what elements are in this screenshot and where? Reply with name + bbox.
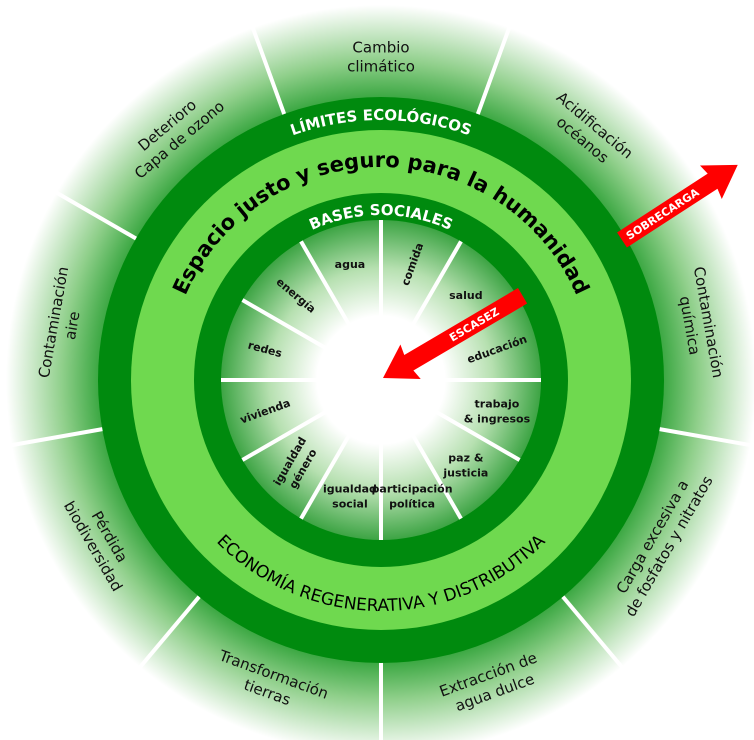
- outer-spoke: [50, 188, 140, 242]
- inner-spoke: [433, 409, 521, 462]
- label-line: climático: [347, 58, 415, 76]
- social-foundation-label: paz & justicia: [442, 451, 488, 479]
- arrow-left-icon: [383, 288, 528, 379]
- social-foundation-zone: [221, 220, 541, 540]
- label-line: Cambio: [352, 39, 409, 57]
- label-line: participación: [372, 482, 453, 495]
- social-foundation-label: agua: [335, 258, 366, 271]
- outer-spoke: [474, 22, 513, 118]
- label-line: & ingresos: [464, 413, 531, 426]
- label-line: justicia: [442, 466, 488, 479]
- outer-spoke: [559, 593, 627, 673]
- social-foundation-label: salud: [449, 289, 482, 302]
- outer-spoke: [249, 22, 288, 118]
- outer-spoke: [6, 426, 106, 448]
- label-line: social: [332, 497, 368, 510]
- label-line: política: [389, 497, 435, 510]
- label-line: paz &: [448, 451, 484, 464]
- social-foundation-label: trabajo & ingresos: [464, 398, 531, 426]
- outer-spoke: [656, 426, 754, 448]
- label-line: aire: [61, 310, 84, 341]
- label-line: salud: [449, 289, 482, 302]
- inner-spoke: [241, 409, 329, 462]
- inner-spoke: [410, 240, 463, 328]
- label-line: agua: [335, 258, 366, 271]
- label-line: trabajo: [475, 398, 520, 411]
- inner-spoke: [299, 432, 352, 520]
- social-foundation-label: igualdad social: [323, 482, 377, 510]
- social-foundation-label: participación política: [372, 482, 453, 510]
- label-line: igualdad: [323, 482, 377, 495]
- inner-spoke: [241, 298, 329, 351]
- inner-spoke: [410, 432, 463, 520]
- inner-spoke: [299, 240, 352, 328]
- outer-spoke: [135, 593, 203, 673]
- arrow-right-icon: [617, 164, 738, 248]
